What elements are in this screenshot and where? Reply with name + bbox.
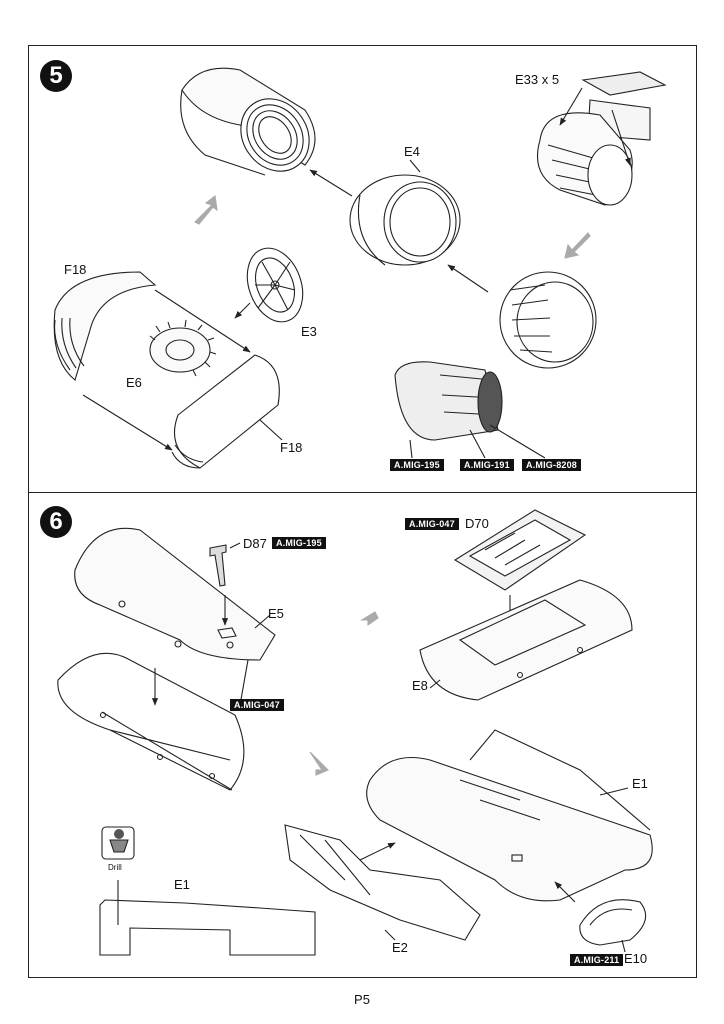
part-label-d87: D87 xyxy=(243,536,267,551)
paint-tag-mig-8208: A.MIG-8208 xyxy=(522,459,582,471)
paint-tag-e5: A.MIG-047 xyxy=(230,699,284,711)
part-label-e1-right: E1 xyxy=(632,776,648,791)
paint-tag-d87: A.MIG-195 xyxy=(272,537,326,549)
f18-upper-half-drawing xyxy=(53,271,157,381)
step-6-number: 6 xyxy=(40,506,72,538)
e8-panel-drawing xyxy=(419,579,633,701)
part-label-e1-left: E1 xyxy=(174,877,190,892)
drill-icon xyxy=(101,826,135,860)
part-label-e4: E4 xyxy=(404,144,420,159)
page-number: P5 xyxy=(354,992,370,1007)
e1-cross-section-drawing xyxy=(99,880,316,956)
part-label-f18-bottom: F18 xyxy=(280,440,303,455)
part-label-e5: E5 xyxy=(268,606,284,621)
instruction-frame xyxy=(28,45,697,978)
paint-tag-mig-191: A.MIG-191 xyxy=(460,459,514,471)
e3-disc-drawing xyxy=(246,247,304,323)
d70-cockpit-tub-drawing xyxy=(453,509,587,591)
d87-part-drawing xyxy=(209,544,227,587)
e1-fuselage-assembly-drawing xyxy=(366,729,653,902)
e4-ring-drawing xyxy=(349,174,461,266)
afterburner-duct-drawing xyxy=(180,67,316,176)
direction-arrow-icon xyxy=(194,194,218,225)
part-label-e8: E8 xyxy=(412,678,428,693)
step-5-number: 5 xyxy=(40,60,72,92)
part-label-e3: E3 xyxy=(301,324,317,339)
part-label-e6: E6 xyxy=(126,375,142,390)
paint-tag-d70: A.MIG-047 xyxy=(405,518,459,530)
direction-arrow-icon xyxy=(360,611,379,627)
part-label-d70: D70 xyxy=(465,516,489,531)
part-label-f18-top: F18 xyxy=(64,262,87,277)
step-divider xyxy=(28,492,697,493)
f18-lower-half-drawing xyxy=(171,354,280,469)
e5-upper-panel-drawing xyxy=(74,527,276,661)
part-label-e33: E33 x 5 xyxy=(515,72,560,87)
nozzle-petals-drawing xyxy=(499,271,597,369)
e5-lower-trough-drawing xyxy=(57,652,245,791)
part-label-e10: E10 xyxy=(624,951,648,966)
paint-tag-e10: A.MIG-211 xyxy=(570,954,624,966)
nozzle-assembly-drawing xyxy=(536,71,667,206)
e6-gear-drawing xyxy=(149,319,217,377)
direction-arrow-icon xyxy=(564,232,591,259)
direction-arrow-icon xyxy=(309,751,329,776)
drill-label: Drill xyxy=(108,863,122,872)
part-label-e2: E2 xyxy=(392,940,408,955)
e10-intake-lip-drawing xyxy=(579,899,647,946)
e2-wing-part-drawing xyxy=(284,824,481,941)
paint-tag-mig-195: A.MIG-195 xyxy=(390,459,444,471)
exhaust-nozzle-painted-drawing xyxy=(394,361,503,441)
